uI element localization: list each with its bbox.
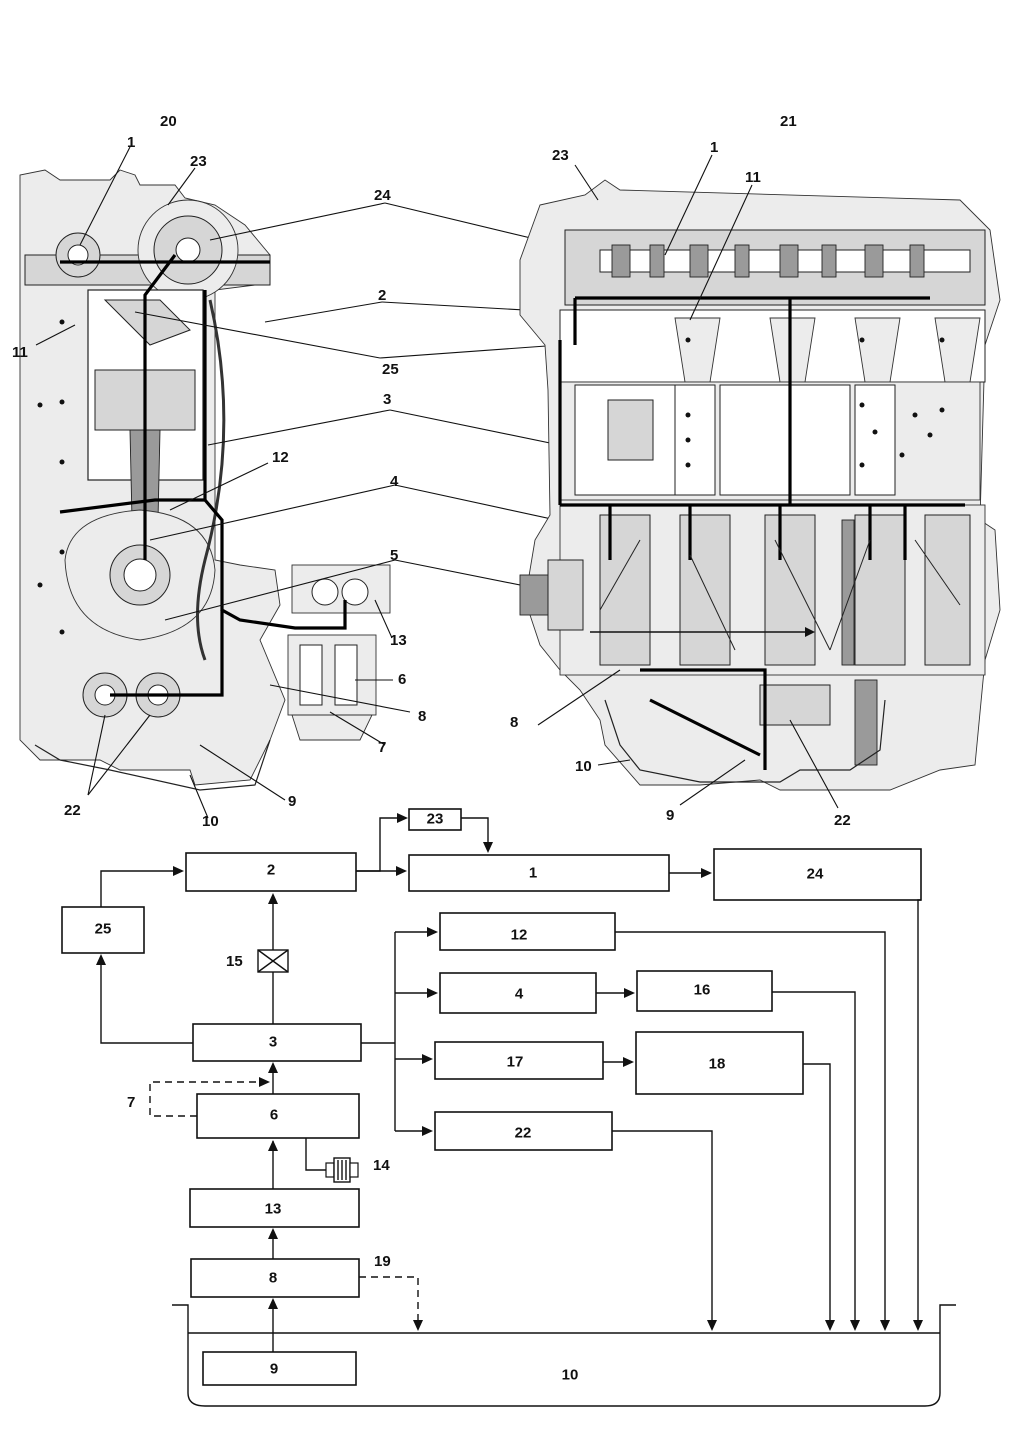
left-label-11: 11 — [12, 344, 28, 361]
left-label-9: 9 — [288, 793, 296, 810]
flow-label-14: 14 — [373, 1157, 390, 1174]
flow-box-1 — [408, 854, 670, 892]
right-engine-section: 21 23 1 11 8 10 9 22 — [510, 113, 1001, 829]
right-label-3: 3 — [600, 457, 608, 474]
flow-text-22: 22 — [515, 1125, 532, 1142]
left-label-22: 22 — [64, 802, 81, 819]
restrictor-15-icon — [257, 949, 289, 973]
flow-box-9 — [202, 1351, 357, 1386]
left-label-4: 4 — [390, 473, 399, 490]
left-label-2: 2 — [378, 287, 386, 304]
flow-box-2 — [185, 852, 357, 892]
pressure-switch-14-icon — [325, 1157, 359, 1183]
flow-box-18 — [635, 1031, 804, 1095]
flow-text-23: 23 — [427, 811, 444, 828]
flow-text-17: 17 — [507, 1054, 524, 1071]
left-engine-section: 20 1 23 24 2 11 25 3 12 4 5 13 6 8 7 22 … — [12, 113, 686, 830]
right-label-11: 11 — [745, 169, 761, 186]
right-label-8: 8 — [510, 714, 518, 731]
flow-text-12: 12 — [511, 927, 528, 944]
flow-text-1: 1 — [529, 865, 537, 882]
left-label-24: 24 — [374, 187, 391, 204]
flow-text-2: 2 — [267, 862, 275, 879]
left-label-3: 3 — [383, 391, 391, 408]
left-label-12: 12 — [272, 449, 289, 466]
left-label-7: 7 — [378, 739, 386, 756]
right-view-label: 21 — [780, 113, 797, 130]
flow-text-13: 13 — [265, 1201, 282, 1218]
flow-label-7: 7 — [127, 1094, 135, 1111]
flow-text-18: 18 — [709, 1056, 726, 1073]
flow-text-4: 4 — [515, 986, 524, 1003]
right-label-10: 10 — [575, 758, 592, 775]
flow-text-16: 16 — [694, 982, 711, 999]
right-label-1: 1 — [710, 139, 718, 156]
flow-box-13 — [189, 1188, 360, 1228]
flow-text-8: 8 — [269, 1270, 277, 1287]
right-label-22: 22 — [834, 812, 851, 829]
flow-text-6: 6 — [270, 1107, 278, 1124]
right-label-2: 2 — [540, 299, 548, 316]
flow-text-25: 25 — [95, 921, 112, 938]
flow-box-23 — [408, 808, 462, 831]
right-label-25: 25 — [540, 332, 557, 349]
flow-box-17 — [434, 1041, 604, 1080]
right-label-9: 9 — [666, 807, 674, 824]
left-label-13: 13 — [390, 632, 407, 649]
right-label-24: 24 — [540, 225, 557, 242]
flow-box-4 — [439, 972, 597, 1014]
flow-text-3: 3 — [269, 1034, 277, 1051]
flow-box-12 — [439, 912, 616, 951]
left-label-25: 25 — [382, 361, 399, 378]
flow-label-15: 15 — [226, 953, 243, 970]
flow-label-10: 10 — [562, 1367, 579, 1384]
left-label-1: 1 — [127, 134, 135, 151]
flow-box-8 — [190, 1258, 360, 1298]
right-label-5: 5 — [540, 579, 548, 596]
flow-box-22 — [434, 1111, 613, 1151]
flow-label-19: 19 — [374, 1253, 391, 1270]
left-label-5: 5 — [390, 547, 398, 564]
flow-diagram: 2 23 1 24 25 12 4 16 3 17 18 6 22 13 8 9… — [61, 808, 956, 1407]
flow-text-24: 24 — [807, 866, 824, 883]
flow-box-25 — [61, 906, 145, 954]
left-label-6: 6 — [398, 671, 406, 688]
flow-text-9: 9 — [270, 1361, 278, 1378]
left-label-23: 23 — [190, 153, 207, 170]
flow-box-16 — [636, 970, 773, 1012]
flow-box-6 — [196, 1093, 360, 1139]
flow-box-24 — [713, 848, 922, 901]
right-label-23: 23 — [552, 147, 569, 164]
left-label-8: 8 — [418, 708, 426, 725]
left-view-label: 20 — [160, 113, 177, 130]
right-label-4: 4 — [680, 535, 689, 552]
left-label-10: 10 — [202, 813, 219, 830]
